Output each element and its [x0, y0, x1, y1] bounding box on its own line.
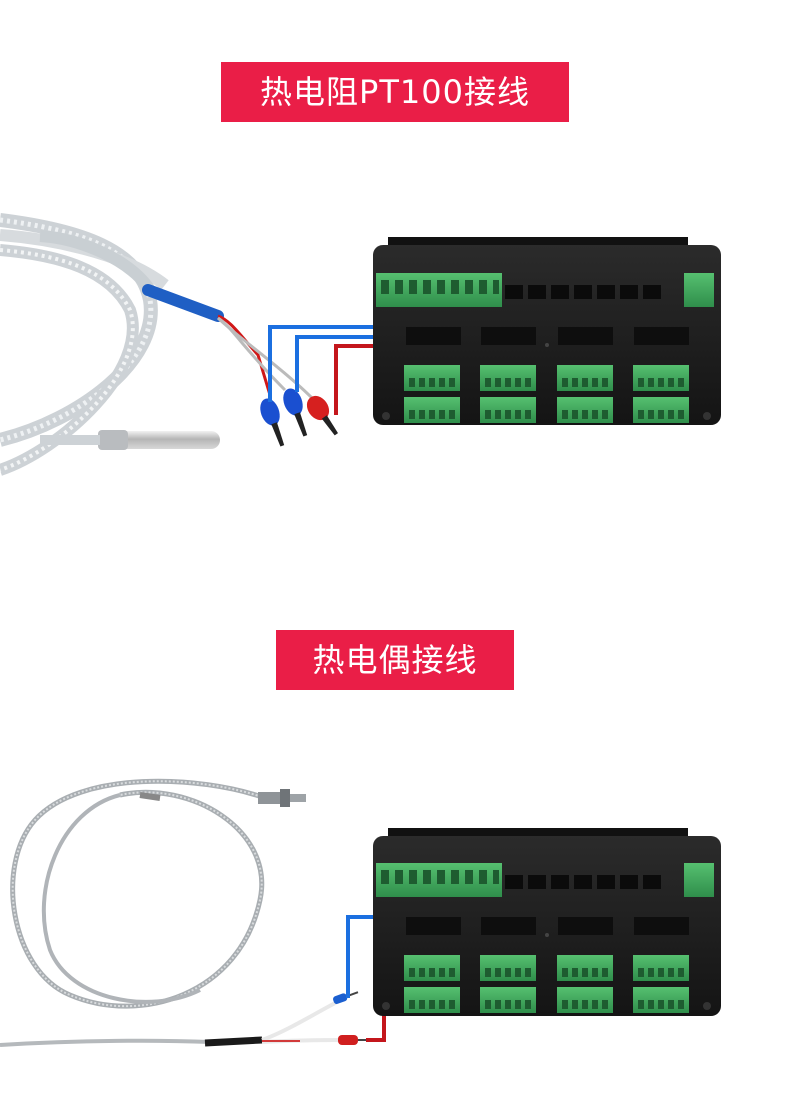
thermocouple-wiring-diagram	[0, 778, 721, 1047]
section-title-thermocouple: 热电偶接线	[276, 630, 514, 690]
rtd-wiring-diagram	[0, 213, 721, 476]
sensor-tube	[100, 431, 220, 449]
wire-ferrule-icon	[333, 991, 368, 1045]
section-title-rtd-text: 热电阻PT100接线	[260, 73, 530, 111]
section-title-rtd: 热电阻PT100接线	[221, 62, 569, 122]
section-title-thermocouple-text: 热电偶接线	[312, 641, 478, 679]
wire-ferrule-icon	[260, 388, 338, 447]
thermocouple-probe-icon	[0, 778, 346, 1047]
controller-module-icon	[373, 237, 721, 425]
controller-module-icon	[373, 828, 721, 1016]
pt100-probe-icon	[0, 213, 318, 476]
